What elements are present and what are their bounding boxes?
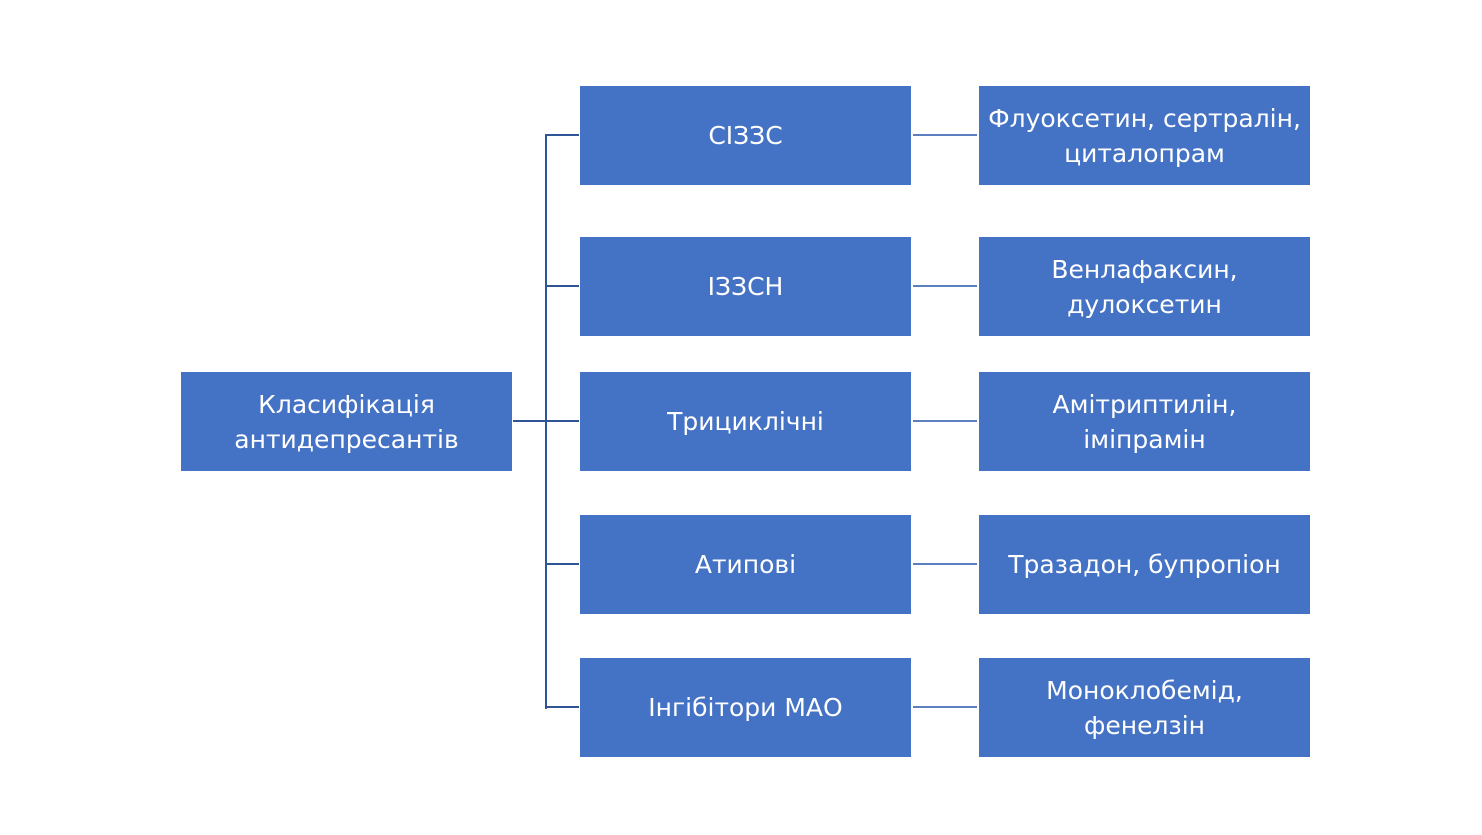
example-connector: [913, 134, 977, 136]
example-connector: [913, 285, 977, 287]
class-node-tricyclic: Трициклічні: [580, 372, 911, 471]
examples-label: Флуоксетин, сертралін, циталопрам: [988, 103, 1301, 168]
example-connector: [913, 420, 977, 422]
branch-connector: [545, 706, 579, 708]
examples-label: Тразадон, бупропіон: [1008, 550, 1281, 579]
examples-label: Амітриптилін, іміпрамін: [1052, 389, 1237, 454]
branch-connector: [545, 285, 579, 287]
class-node-ssri: СІЗЗС: [580, 86, 911, 185]
class-label: Атипові: [694, 550, 797, 579]
examples-node-maoi: Моноклобемід, фенелзін: [979, 658, 1310, 757]
trunk-line: [545, 134, 547, 709]
root-label: Класифікація антидепресантів: [234, 389, 459, 454]
branch-connector: [545, 134, 579, 136]
root-node: Класифікація антидепресантів: [181, 372, 512, 471]
example-connector: [913, 563, 977, 565]
class-label: Інгібітори МАО: [648, 693, 843, 722]
examples-label: Моноклобемід, фенелзін: [1046, 675, 1243, 740]
branch-connector: [545, 563, 579, 565]
example-connector: [913, 706, 977, 708]
class-node-snri: ІЗЗСН: [580, 237, 911, 336]
examples-node-atypical: Тразадон, бупропіон: [979, 515, 1310, 614]
class-label: ІЗЗСН: [707, 272, 784, 301]
class-label: СІЗЗС: [708, 121, 783, 150]
examples-node-tricyclic: Амітриптилін, іміпрамін: [979, 372, 1310, 471]
examples-label: Венлафаксин, дулоксетин: [1051, 254, 1238, 319]
examples-node-snri: Венлафаксин, дулоксетин: [979, 237, 1310, 336]
class-node-atypical: Атипові: [580, 515, 911, 614]
examples-node-ssri: Флуоксетин, сертралін, циталопрам: [979, 86, 1310, 185]
class-node-maoi: Інгібітори МАО: [580, 658, 911, 757]
class-label: Трициклічні: [667, 407, 824, 436]
